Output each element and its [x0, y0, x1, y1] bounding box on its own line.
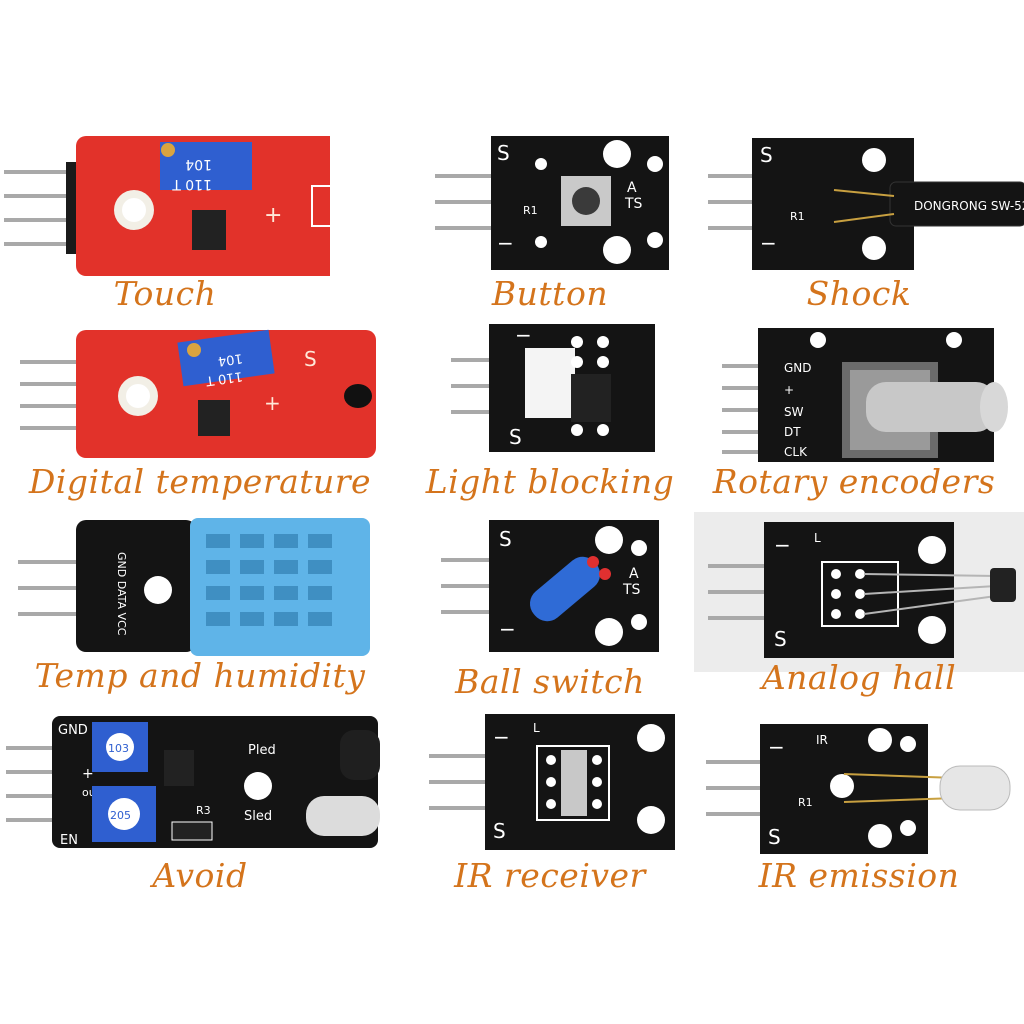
svg-text:−: − — [768, 735, 785, 759]
svg-text:S: S — [768, 825, 781, 849]
caption-digital-temperature: Digital temperature — [28, 462, 372, 501]
svg-text:R3: R3 — [196, 804, 211, 817]
svg-text:S: S — [493, 819, 506, 843]
caption-light-blocking: Light blocking — [425, 462, 675, 501]
module-touch: 104 110 T S + Touch — [0, 130, 330, 330]
rotary-encoder-image: GND + SW DT CLK — [722, 328, 1008, 462]
svg-text:S: S — [760, 143, 773, 167]
analog-hall-image: − S L — [694, 512, 1024, 672]
module-digital-temperature: 104 110 T S + Digital temperature — [20, 320, 376, 520]
ir-emission-image: − S IR R1 — [706, 724, 1011, 854]
module-temp-and-humidity: GND DATA VCC Temp and humidity — [0, 512, 370, 712]
svg-text:+: + — [264, 391, 281, 415]
pcb-board — [76, 136, 330, 276]
ir-emitter-led — [939, 765, 1011, 811]
potentiometer — [160, 142, 252, 190]
svg-text:EN: EN — [60, 833, 78, 848]
tilt-ball-switch — [529, 556, 601, 622]
svg-text:S: S — [304, 347, 317, 371]
svg-text:110 T: 110 T — [172, 176, 212, 192]
caption-ball-switch: Ball switch — [455, 662, 645, 701]
svg-text:Sled: Sled — [244, 809, 272, 824]
svg-text:S: S — [774, 627, 787, 651]
svg-text:GND: GND — [58, 723, 88, 738]
avoid-sensor-image: GND EN + out 103 205 Pled Sled R3 — [6, 716, 380, 848]
svg-text:DT: DT — [784, 425, 801, 439]
module-light-blocking: S − Light blocking — [385, 320, 715, 520]
svg-text:103: 103 — [108, 742, 129, 755]
svg-text:TS: TS — [624, 196, 643, 212]
ir-receiver-component — [561, 750, 587, 816]
svg-text:IR: IR — [816, 733, 828, 747]
digital-temperature-image: 104 110 T S + — [20, 329, 376, 458]
caption-avoid: Avoid — [152, 856, 248, 895]
svg-text:104: 104 — [185, 156, 212, 172]
svg-text:−: − — [497, 231, 514, 255]
caption-ir-receiver: IR receiver — [454, 856, 646, 895]
module-rotary-encoders: GND + SW DT CLK Rotary encoders — [694, 320, 1024, 520]
button-module-image: S − R1 TS A — [435, 136, 669, 270]
svg-text:R1: R1 — [798, 796, 813, 809]
svg-text:−: − — [493, 725, 510, 749]
caption-button: Button — [491, 274, 609, 313]
vibration-switch — [889, 181, 1024, 227]
svg-text:−: − — [499, 617, 516, 641]
ir-receiver-image: − S L — [429, 714, 675, 850]
light-blocking-image: S − — [451, 323, 655, 452]
svg-text:+: + — [82, 766, 94, 782]
module-shock: S − R1 DONGRONG SW-520D Shock — [694, 130, 1024, 330]
svg-text:−: − — [760, 231, 777, 255]
module-analog-hall: − S L Analog hall — [694, 512, 1024, 712]
svg-text:R1: R1 — [523, 204, 538, 217]
svg-text:L: L — [533, 721, 540, 735]
ir-emitter-led — [306, 796, 380, 836]
svg-text:−: − — [515, 323, 532, 347]
svg-text:S: S — [499, 527, 512, 551]
hall-sensor — [990, 568, 1016, 602]
temp-humidity-image: GND DATA VCC — [18, 518, 370, 656]
svg-text:104: 104 — [217, 350, 244, 368]
thermistor — [344, 384, 372, 408]
svg-text:Pled: Pled — [248, 743, 276, 758]
svg-text:A: A — [629, 566, 639, 582]
svg-text:DONGRONG SW-520D: DONGRONG SW-520D — [914, 199, 1024, 213]
pcb-board — [76, 520, 196, 652]
pcb-board — [76, 330, 376, 458]
svg-text:L: L — [814, 531, 821, 545]
module-ir-receiver: − S L IR receiver — [385, 710, 715, 910]
svg-text:GND: GND — [784, 361, 812, 375]
ir-receiver-led — [340, 730, 380, 780]
photo-interrupter — [571, 374, 611, 422]
svg-text:+: + — [264, 203, 282, 228]
svg-text:R1: R1 — [790, 210, 805, 223]
shock-module-image: S − R1 DONGRONG SW-520D — [708, 138, 1024, 270]
svg-text:205: 205 — [110, 809, 131, 822]
svg-text:S: S — [509, 425, 522, 449]
svg-text:CLK: CLK — [784, 445, 808, 459]
module-ball-switch: S − TS A Ball switch — [385, 512, 715, 712]
svg-text:A: A — [627, 180, 637, 196]
caption-shock: Shock — [806, 274, 912, 313]
svg-text:TS: TS — [622, 582, 641, 598]
module-avoid: GND EN + out 103 205 Pled Sled R3 Avoid — [0, 710, 380, 910]
module-button: S − R1 TS A Button — [385, 130, 715, 330]
svg-text:GND DATA VCC: GND DATA VCC — [115, 552, 128, 636]
svg-text:−: − — [774, 533, 791, 557]
svg-text:+: + — [784, 383, 794, 397]
svg-text:S: S — [497, 141, 510, 165]
header-pins — [4, 170, 76, 246]
potentiometer — [177, 329, 275, 387]
caption-temp-and-humidity: Temp and humidity — [34, 656, 366, 695]
pcb-board — [752, 138, 914, 270]
encoder-shaft — [866, 382, 996, 432]
svg-text:110 T: 110 T — [205, 368, 244, 388]
caption-ir-emission: IR emission — [758, 856, 960, 895]
caption-analog-hall: Analog hall — [761, 658, 957, 697]
ball-switch-image: S − TS A — [441, 520, 659, 652]
caption-rotary-encoders: Rotary encoders — [712, 462, 996, 501]
caption-touch: Touch — [113, 274, 217, 313]
touch-sensor-image: 104 110 T S + — [4, 136, 330, 276]
module-ir-emission: − S IR R1 IR emission — [694, 710, 1024, 910]
svg-text:SW: SW — [784, 405, 804, 419]
